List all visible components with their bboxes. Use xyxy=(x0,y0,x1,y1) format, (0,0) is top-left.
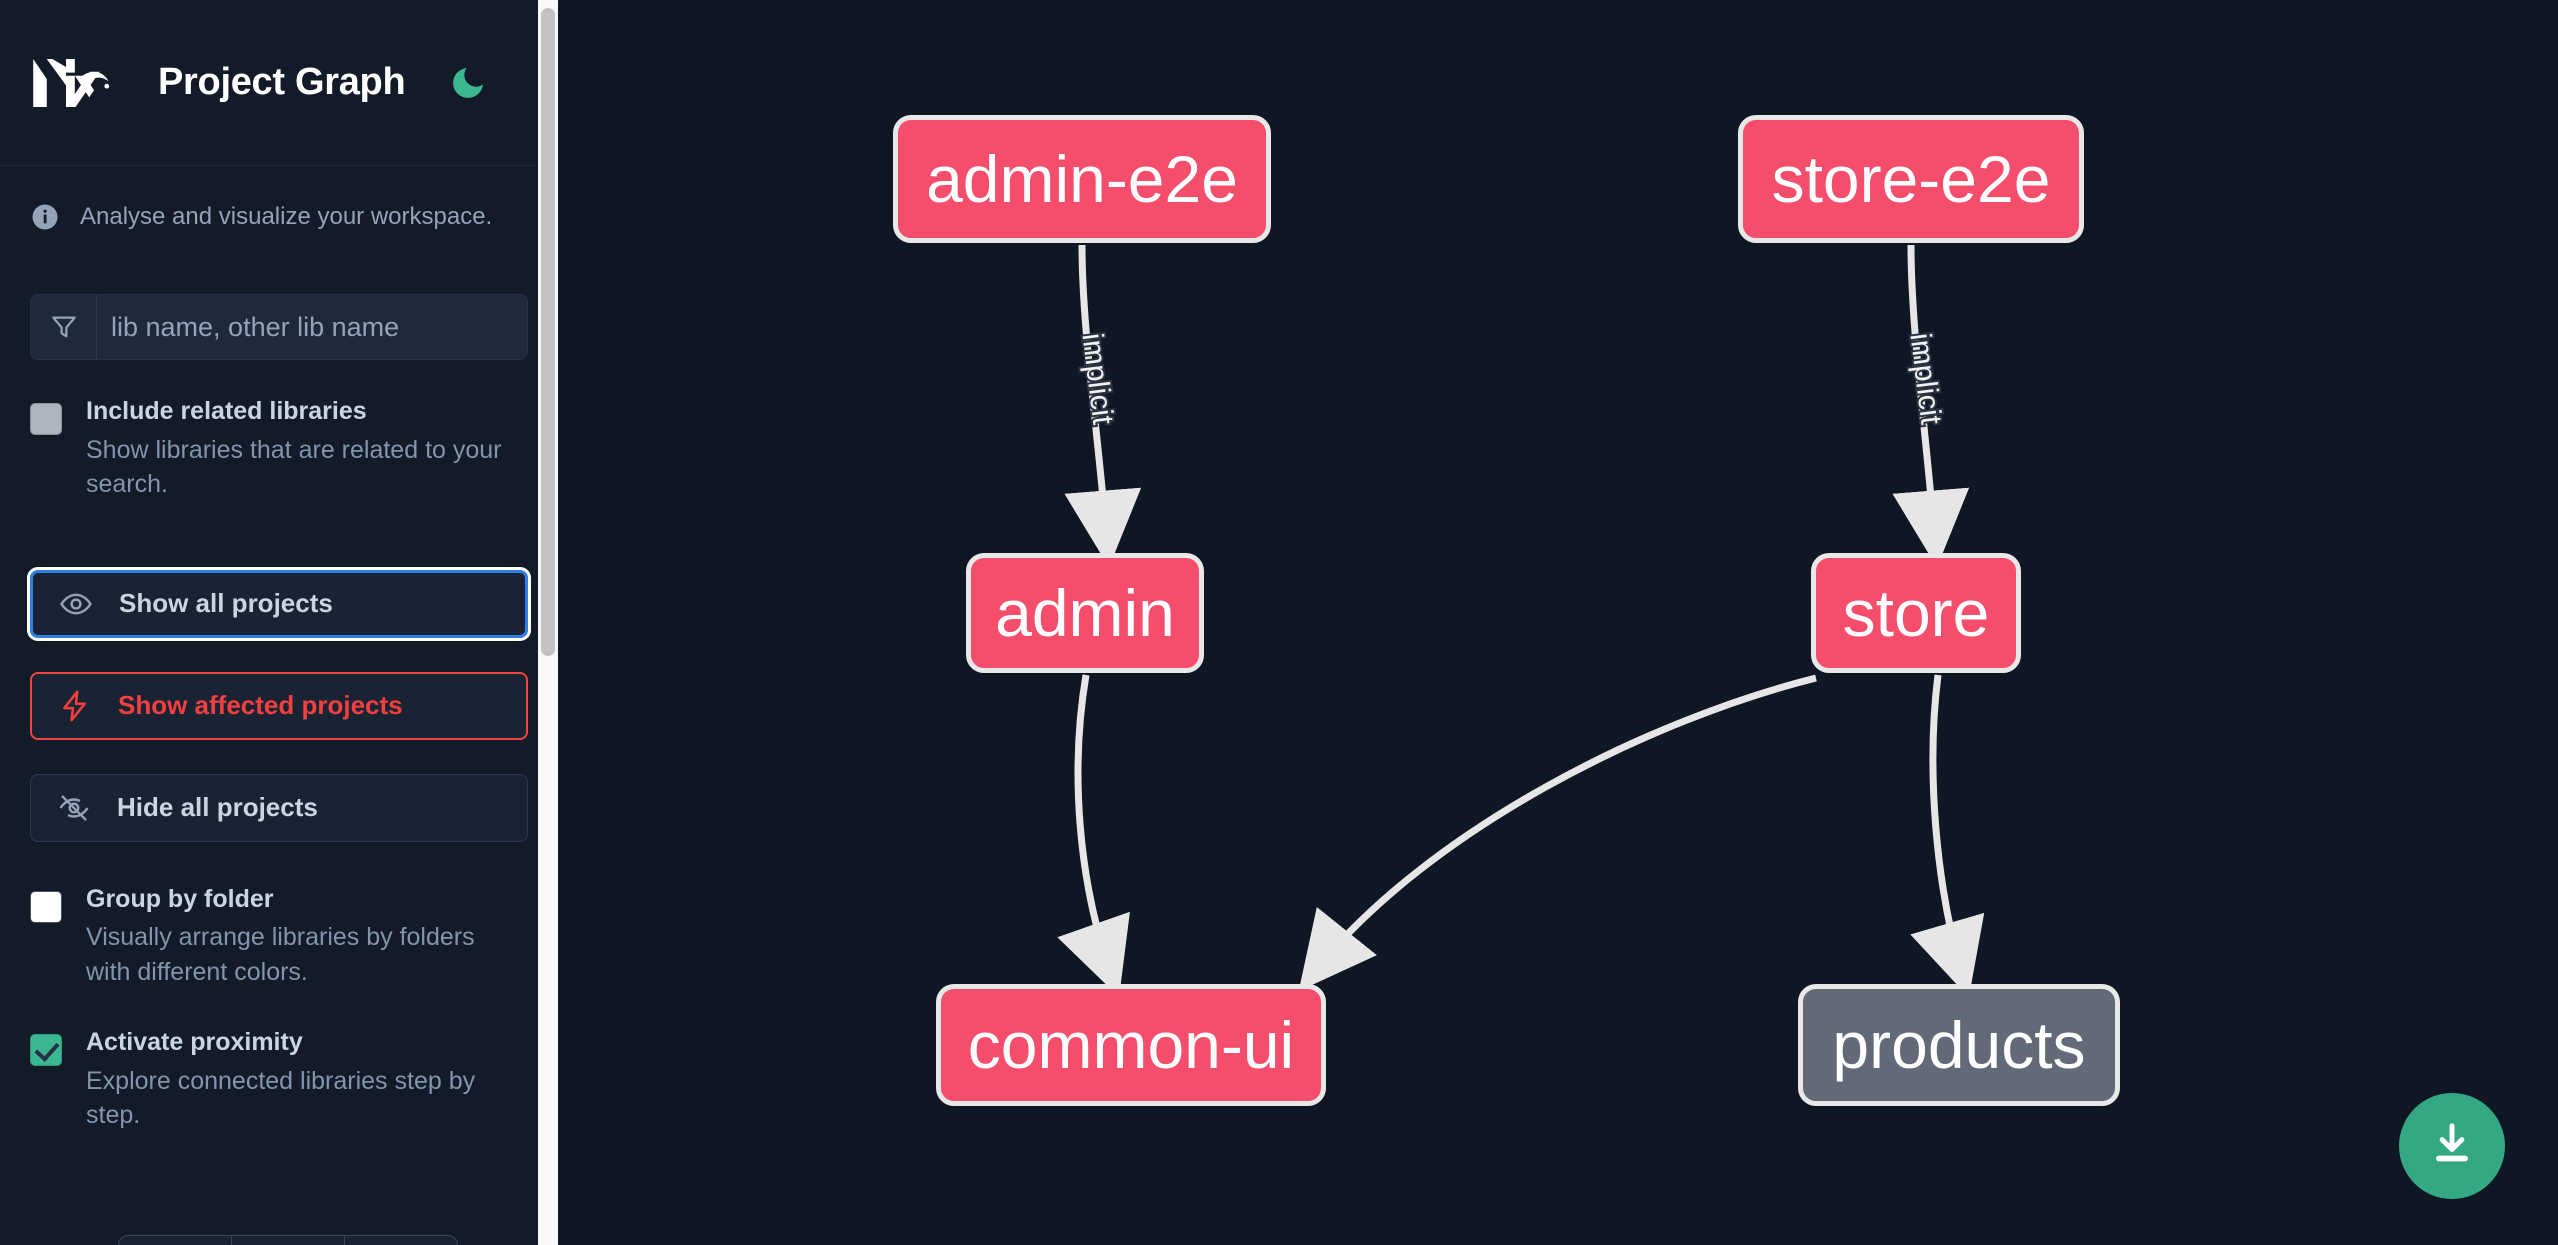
funnel-filter-icon[interactable] xyxy=(31,295,97,359)
group-by-folder-label: Group by folder xyxy=(86,884,274,913)
graph-node-admin-e2e[interactable]: admin-e2e xyxy=(893,115,1271,243)
moon-icon[interactable] xyxy=(445,60,491,106)
edge-admin-to-common-ui xyxy=(1057,674,1130,998)
graph-node-store-e2e[interactable]: store-e2e xyxy=(1738,115,2084,243)
activate-proximity-description: Explore connected libraries step by step… xyxy=(86,1066,476,1130)
proximity-segment-3[interactable] xyxy=(345,1236,457,1245)
graph-node-label: admin xyxy=(995,576,1175,650)
edge-store-e2e-to-store xyxy=(1892,244,1970,568)
filter-search-box[interactable] xyxy=(30,294,528,360)
download-icon xyxy=(2425,1118,2479,1175)
graph-node-label: common-ui xyxy=(967,1008,1295,1082)
graph-node-store[interactable]: store xyxy=(1811,553,2021,673)
graph-node-label: products xyxy=(1832,1008,2086,1082)
activate-proximity-label: Activate proximity xyxy=(86,1028,303,1056)
include-related-libraries-label: Include related libraries xyxy=(86,397,367,425)
show-affected-projects-button[interactable]: Show affected projects xyxy=(30,671,528,740)
sidebar-body: Analyse and visualize your workspace. In… xyxy=(0,166,558,1133)
edge-store-to-common-ui xyxy=(1298,674,1817,992)
download-image-button[interactable] xyxy=(2399,1093,2505,1199)
graph-node-products[interactable]: products xyxy=(1798,984,2120,1106)
sidebar-scrollbar-thumb[interactable] xyxy=(541,8,555,656)
edge-store-to-products xyxy=(1910,674,1985,998)
graph-node-label: store xyxy=(1842,576,1990,650)
graph-node-label: store-e2e xyxy=(1771,142,2051,216)
show-all-projects-label: Show all projects xyxy=(119,588,333,618)
option-group-by-folder[interactable]: Group by folder Visually arrange librari… xyxy=(30,884,528,990)
sidebar-scrollbar[interactable] xyxy=(538,0,558,1245)
svg-text:implicit: implicit xyxy=(1075,331,1119,427)
eye-off-icon xyxy=(57,791,91,825)
activate-proximity-checkbox[interactable] xyxy=(30,1034,62,1066)
page-title: Project Graph xyxy=(158,61,406,103)
lightning-bolt-icon xyxy=(58,689,92,723)
graph-node-common-ui[interactable]: common-ui xyxy=(936,984,1326,1106)
edge-label-implicit-admin: implicit xyxy=(1073,329,1121,429)
tagline-text: Analyse and visualize your workspace. xyxy=(80,203,493,230)
eye-icon xyxy=(59,587,93,621)
hide-all-projects-label: Hide all projects xyxy=(117,792,318,822)
hide-all-projects-button[interactable]: Hide all projects xyxy=(30,773,528,842)
info-icon xyxy=(30,202,60,232)
svg-text:implicit: implicit xyxy=(1903,331,1947,427)
proximity-segment-2[interactable] xyxy=(232,1236,345,1245)
group-by-folder-description: Visually arrange libraries by folders wi… xyxy=(86,923,475,986)
group-by-folder-checkbox[interactable] xyxy=(30,890,62,923)
graph-canvas[interactable]: implicit implicit admin-e2e store-e2e ad… xyxy=(558,0,2558,1245)
proximity-segment-1[interactable] xyxy=(119,1236,232,1245)
sidebar-header: Project Graph xyxy=(0,0,558,166)
tagline: Analyse and visualize your workspace. xyxy=(30,166,528,232)
include-related-libraries-description: Show libraries that are related to your … xyxy=(86,435,502,499)
search-input[interactable] xyxy=(97,295,527,359)
proximity-segmented-control[interactable] xyxy=(118,1235,458,1245)
edge-admin-e2e-to-admin xyxy=(1064,244,1142,568)
show-all-projects-button[interactable]: Show all projects xyxy=(27,566,531,641)
edge-label-implicit-store: implicit xyxy=(1901,329,1949,429)
include-related-libraries-checkbox[interactable] xyxy=(30,403,62,435)
show-affected-projects-label: Show affected projects xyxy=(118,690,403,720)
option-include-related-libraries[interactable]: Include related libraries Show libraries… xyxy=(30,397,528,502)
graph-node-label: admin-e2e xyxy=(926,142,1238,216)
graph-node-admin[interactable]: admin xyxy=(966,553,1204,673)
sidebar: Project Graph Analyse and visualize your… xyxy=(0,0,558,1245)
option-activate-proximity[interactable]: Activate proximity Explore connected lib… xyxy=(30,1028,528,1133)
nx-logo-icon xyxy=(30,54,126,112)
graph-edges: implicit implicit xyxy=(1057,244,1985,998)
